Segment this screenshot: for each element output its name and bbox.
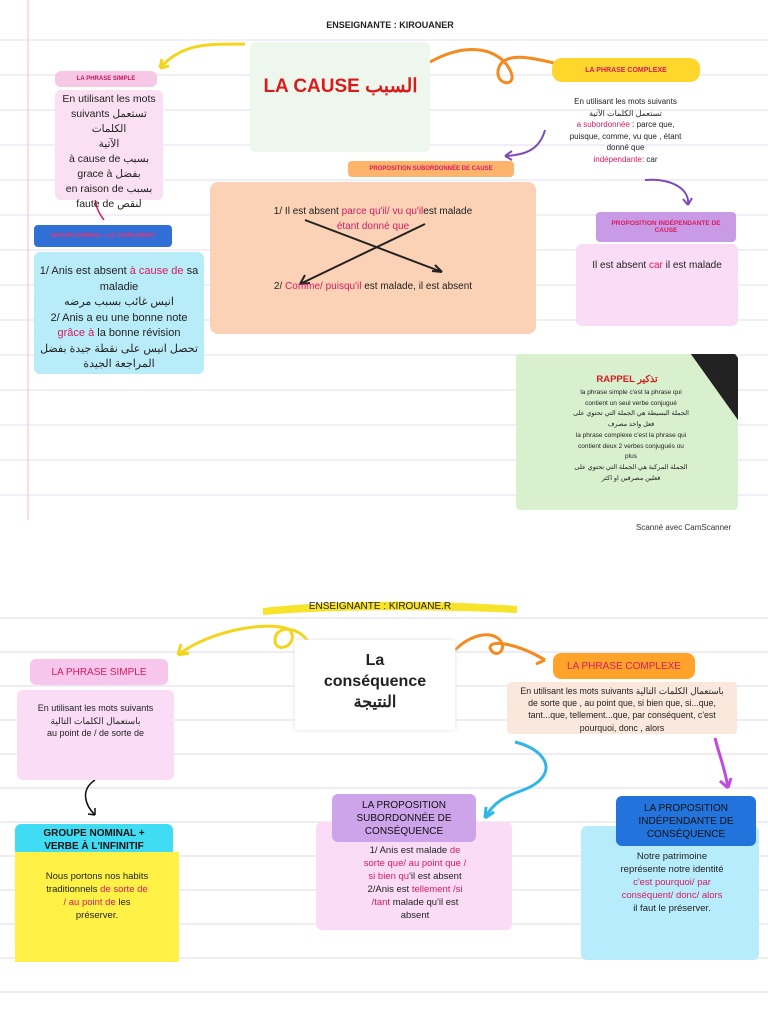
rappel-corner-ribbon <box>690 354 738 420</box>
title-consequence: La conséquence النتيجة <box>323 652 427 711</box>
sub-cause-line-3: 2/ Comme/ puisqu'il est malade, il est a… <box>273 281 473 292</box>
indep-consequence-text: Notre patrimoine représente notre identi… <box>620 851 724 914</box>
arrows-top <box>94 42 693 221</box>
arrows-bottom <box>84 624 733 820</box>
nominal-line-3: 2/ Anis a eu une bonne note grâce à la b… <box>50 311 188 340</box>
cross-arrows <box>299 219 443 285</box>
box-groupe-nominal-bottom: Nous portons nos habits traditionnels de… <box>15 852 179 962</box>
simple-top-line-1: En utilisant les mots <box>62 93 156 105</box>
simple-top-line-7: faute de لنقص <box>76 198 142 210</box>
sub-consequence-text: 1/ Anis est malade de sorte que/ au poin… <box>363 845 467 921</box>
box-phrase-complexe-top: En utilisant les mots suivants تستعمل ال… <box>569 97 682 164</box>
teacher-label-bottom: ENSEIGNANTE : KIROUANE.R <box>308 601 452 612</box>
tag-independante-cause: PROPOSITION INDÉPENDANTE DE CAUSE <box>596 212 736 242</box>
rappel-card: RAPPEL تذكير la phrase simple c'est la p… <box>516 354 738 510</box>
tag-phrase-simple-top: LA PHRASE SIMPLE <box>55 71 157 87</box>
nominal-line-1: 1/ Anis est absent à cause de sa maladie <box>39 265 199 293</box>
tag-subordonnee-cause: PROPOSITION SUBORDONNÉE DE CAUSE <box>348 161 514 177</box>
nominal-line-2: انيس غائب بسبب مرضه <box>64 296 174 308</box>
simple-top-line-3: الآتية <box>98 138 120 150</box>
box-phrase-complexe-bottom: En utilisant les mots suivants باستعمال … <box>507 682 737 734</box>
sub-cause-line-1: 1/ Il est absent parce qu'il/ vu qu'iles… <box>273 206 473 217</box>
simple-top-line-2: suivants تستعمل الكلمات <box>71 108 147 135</box>
box-subordonnee-cause <box>210 182 536 334</box>
nominal-line-4: تحصل انيس على نقطة جيدة بفضل المراجعة ال… <box>40 342 198 371</box>
title-box-cause <box>250 42 430 152</box>
simple-top-line-4: à cause de بسبب <box>68 153 150 165</box>
teacher-highlight <box>263 601 517 615</box>
title-box-consequence <box>295 640 455 730</box>
camscanner-footer: Scanné avec CamScanner <box>636 523 732 532</box>
box-phrase-simple-top: En utilisant les mots suivants تستعمل ال… <box>55 90 163 210</box>
simple-top-line-6: en raison de بسبب <box>65 183 153 195</box>
title-cause: LA CAUSE السبب <box>258 75 423 98</box>
tag-groupe-nominal-bottom: GROUPE NOMINAL + VERBE À L'INFINITIF <box>15 824 173 856</box>
simple-top-line-5: grace à بفضل <box>77 168 141 180</box>
box-independante-consequence <box>581 826 759 960</box>
tag-phrase-complexe-top: LA PHRASE COMPLEXE <box>552 58 700 82</box>
title-cause-fr: LA CAUSE <box>263 76 360 97</box>
tag-phrase-simple-bottom: LA PHRASE SIMPLE <box>30 659 168 685</box>
title-cause-ar: السبب <box>365 76 418 97</box>
box-groupe-nominal-top: 1/ Anis est absent à cause de sa maladie… <box>34 252 204 374</box>
tag-independante-consequence: LA PROPOSITION INDÉPENDANTE DE CONSÉQUEN… <box>616 796 756 846</box>
box-phrase-simple-bottom: En utilisant les mots suivants باستعمال … <box>17 690 174 780</box>
rappel-title: RAPPEL تذكير <box>596 374 658 385</box>
tag-subordonnee-consequence: LA PROPOSITION SUBORDONNÉE DE CONSÉQUENC… <box>332 794 476 842</box>
tag-phrase-complexe-bottom: LA PHRASE COMPLEXE <box>553 653 695 679</box>
rappel-text: la phrase simple c'est la phrase qui con… <box>573 389 689 482</box>
teacher-label-top: ENSEIGNANTE : KIROUANER <box>326 20 454 30</box>
sub-cause-line-2: étant donné que <box>336 221 410 232</box>
tag-groupe-nominal-top: GROUPE NOMINAL + LE COMPLÉMENT <box>34 225 172 247</box>
box-independante-cause: Il est absent car il est malade <box>576 244 738 326</box>
